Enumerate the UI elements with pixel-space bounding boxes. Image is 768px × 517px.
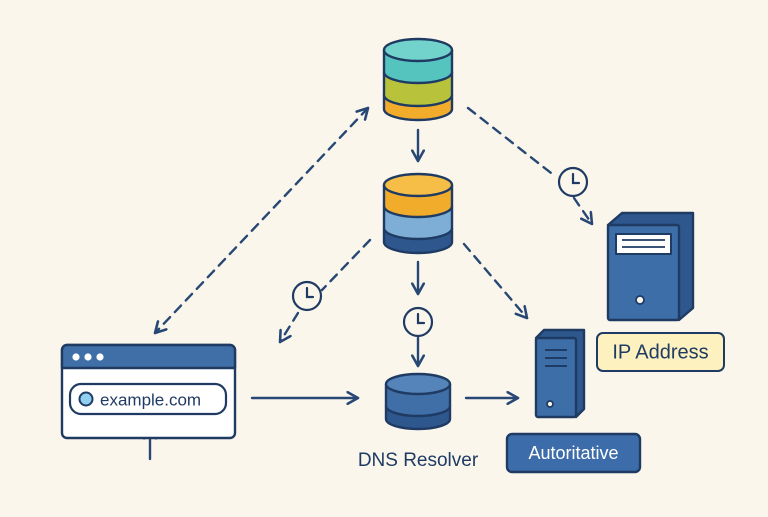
url-bar[interactable]: example.com [68, 382, 228, 416]
authoritative-label: Autoritative [528, 443, 618, 463]
server-icon-authoritative [534, 328, 586, 419]
ip-address-label: IP Address [612, 342, 708, 364]
ip-address-badge: IP Address [596, 332, 725, 372]
dashed-arrow-clock-left [280, 311, 300, 342]
clock-icon [402, 306, 434, 338]
dashed-arrow-clock-server [572, 196, 592, 224]
authoritative-badge: Autoritative [505, 432, 642, 474]
connectors [150, 106, 592, 461]
window-dot [72, 353, 80, 361]
dashed-arrow-middle-db-clock [320, 238, 372, 292]
server-icon-ip [606, 211, 695, 322]
url-text: example.com [100, 391, 201, 410]
database-icon-top [382, 37, 454, 122]
resolver-label: DNS Resolver [358, 450, 479, 471]
window-dot [84, 353, 92, 361]
window-dot [96, 353, 104, 361]
database-icon-middle [382, 172, 454, 255]
url-indicator-icon [78, 391, 94, 407]
dashed-arrow-top-db-browser [155, 108, 368, 333]
clock-icon [557, 166, 589, 198]
clock-icon [291, 280, 323, 312]
database-icon-resolver [384, 372, 452, 431]
dashed-arrow-middle-db-authoritative [462, 242, 527, 318]
dashed-arrow-top-db-server [466, 106, 553, 175]
